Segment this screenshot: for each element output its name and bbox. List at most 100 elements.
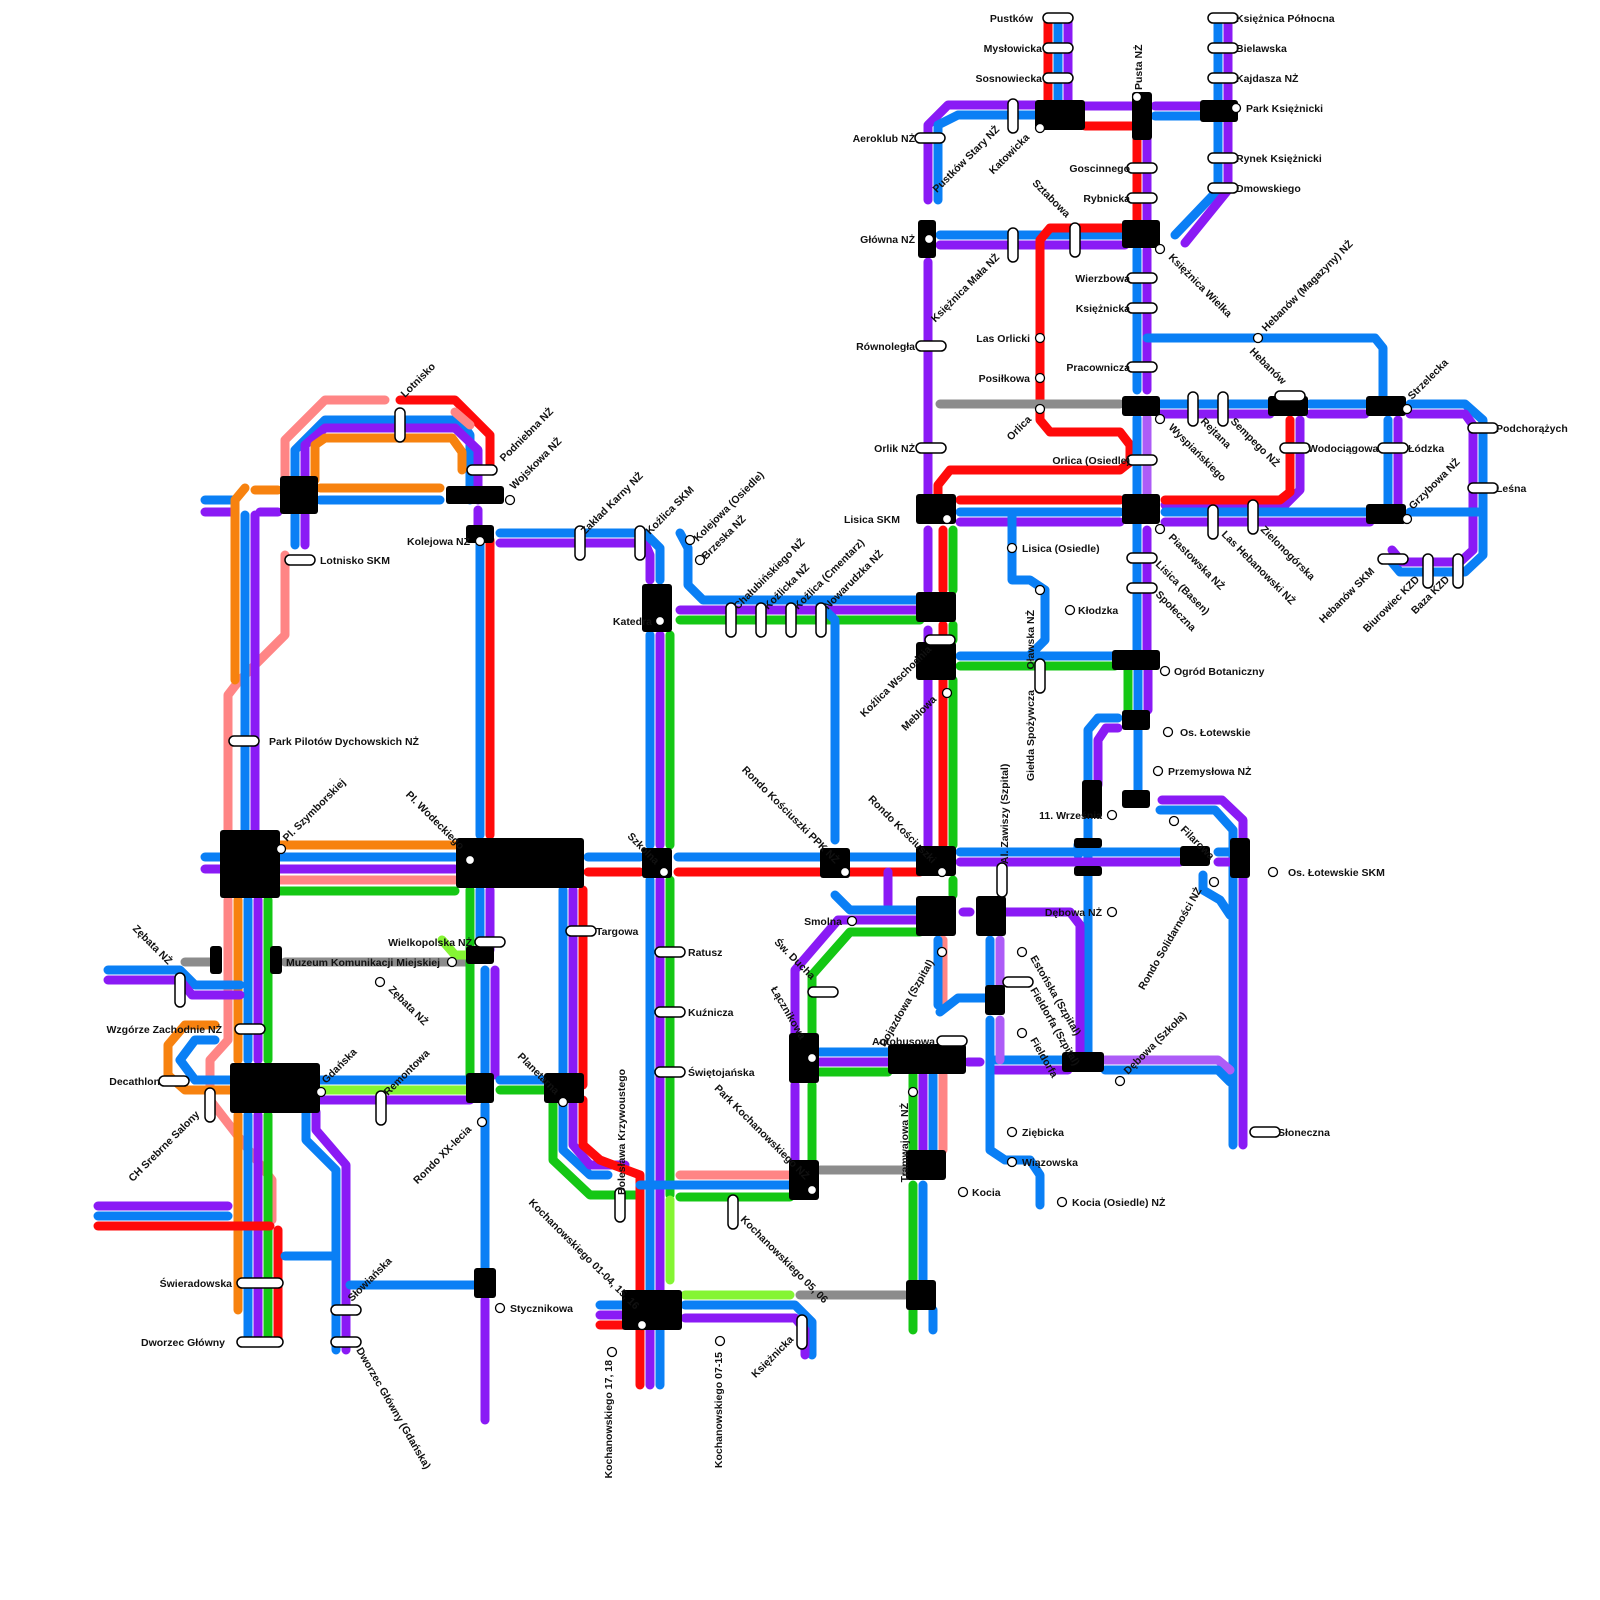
interchange-hub[interactable] <box>1122 494 1160 524</box>
station-marker[interactable] <box>1036 334 1045 343</box>
interchange-hub[interactable] <box>280 476 318 514</box>
station-marker[interactable] <box>1036 374 1045 383</box>
station-marker[interactable] <box>1248 500 1258 534</box>
interchange-hub[interactable] <box>1366 504 1406 524</box>
station-marker[interactable] <box>1133 93 1142 102</box>
station-marker[interactable] <box>285 555 315 565</box>
station-marker[interactable] <box>235 1024 265 1034</box>
station-marker[interactable] <box>1070 223 1080 257</box>
station-marker[interactable] <box>1403 515 1412 524</box>
station-marker[interactable] <box>205 1088 215 1122</box>
station-marker[interactable] <box>559 1098 568 1107</box>
station-marker[interactable] <box>506 496 515 505</box>
station-marker[interactable] <box>467 465 497 475</box>
station-marker[interactable] <box>1036 586 1045 595</box>
station-marker[interactable] <box>1116 1077 1125 1086</box>
station-marker[interactable] <box>808 1186 817 1195</box>
interchange-hub[interactable] <box>230 1063 320 1113</box>
station-marker[interactable] <box>909 1088 918 1097</box>
station-marker[interactable] <box>943 515 952 524</box>
station-marker[interactable] <box>797 1315 807 1349</box>
interchange-hub[interactable] <box>474 1268 496 1298</box>
interchange-hub[interactable] <box>1122 710 1150 730</box>
interchange-hub[interactable] <box>906 1280 936 1310</box>
interchange-hub[interactable] <box>1230 838 1250 878</box>
station-marker[interactable] <box>1378 554 1408 564</box>
station-marker[interactable] <box>1127 163 1157 173</box>
interchange-hub[interactable] <box>1122 790 1150 808</box>
station-marker[interactable] <box>655 1007 685 1017</box>
station-marker[interactable] <box>1127 455 1157 465</box>
station-marker[interactable] <box>808 1054 817 1063</box>
station-marker[interactable] <box>331 1305 361 1315</box>
station-marker[interactable] <box>1108 811 1117 820</box>
station-marker[interactable] <box>756 603 766 637</box>
station-marker[interactable] <box>938 868 947 877</box>
station-marker[interactable] <box>237 1337 283 1347</box>
station-marker[interactable] <box>656 617 665 626</box>
station-marker[interactable] <box>1127 193 1157 203</box>
station-marker[interactable] <box>1043 13 1073 23</box>
station-marker[interactable] <box>925 635 955 645</box>
station-marker[interactable] <box>1403 405 1412 414</box>
station-marker[interactable] <box>1250 1127 1280 1137</box>
interchange-hub[interactable] <box>906 1150 946 1180</box>
station-marker[interactable] <box>938 948 947 957</box>
interchange-hub[interactable] <box>1122 396 1160 416</box>
station-marker[interactable] <box>1275 391 1305 401</box>
station-marker[interactable] <box>1208 153 1238 163</box>
station-marker[interactable] <box>655 1067 685 1077</box>
station-marker[interactable] <box>1036 405 1045 414</box>
station-marker[interactable] <box>716 1337 725 1346</box>
station-marker[interactable] <box>376 978 385 987</box>
station-marker[interactable] <box>1188 392 1198 426</box>
station-marker[interactable] <box>475 937 505 947</box>
station-marker[interactable] <box>1154 767 1163 776</box>
station-marker[interactable] <box>1043 43 1073 53</box>
station-marker[interactable] <box>159 1076 189 1086</box>
station-marker[interactable] <box>1170 817 1179 826</box>
station-marker[interactable] <box>660 868 669 877</box>
station-marker[interactable] <box>1043 73 1073 83</box>
station-marker[interactable] <box>1208 43 1238 53</box>
station-marker[interactable] <box>175 973 185 1007</box>
station-marker[interactable] <box>848 917 857 926</box>
interchange-hub[interactable] <box>1366 396 1406 416</box>
interchange-hub[interactable] <box>210 946 222 974</box>
interchange-hub[interactable] <box>976 896 1006 936</box>
station-marker[interactable] <box>959 1188 968 1197</box>
station-marker[interactable] <box>496 1304 505 1313</box>
station-marker[interactable] <box>1254 334 1263 343</box>
interchange-hub[interactable] <box>888 1044 966 1074</box>
station-marker[interactable] <box>1208 505 1218 539</box>
station-marker[interactable] <box>1210 878 1219 887</box>
interchange-hub[interactable] <box>916 896 956 936</box>
station-marker[interactable] <box>816 603 826 637</box>
station-marker[interactable] <box>1008 99 1018 133</box>
interchange-hub[interactable] <box>985 985 1005 1015</box>
station-marker[interactable] <box>1156 525 1165 534</box>
station-marker[interactable] <box>1232 104 1241 113</box>
interchange-hub[interactable] <box>456 838 584 888</box>
station-marker[interactable] <box>1008 544 1017 553</box>
station-marker[interactable] <box>395 408 405 442</box>
station-marker[interactable] <box>841 868 850 877</box>
station-marker[interactable] <box>786 603 796 637</box>
station-marker[interactable] <box>1208 73 1238 83</box>
station-marker[interactable] <box>229 736 259 746</box>
station-marker[interactable] <box>1018 1029 1027 1038</box>
station-marker[interactable] <box>317 1088 326 1097</box>
interchange-hub[interactable] <box>1074 838 1102 848</box>
station-marker[interactable] <box>1127 303 1157 313</box>
station-marker[interactable] <box>1156 415 1165 424</box>
station-marker[interactable] <box>1161 667 1170 676</box>
interchange-hub[interactable] <box>270 946 282 974</box>
station-marker[interactable] <box>376 1091 386 1125</box>
station-marker[interactable] <box>331 1337 361 1347</box>
station-marker[interactable] <box>937 1036 967 1046</box>
station-marker[interactable] <box>608 1348 617 1357</box>
station-marker[interactable] <box>1468 483 1498 493</box>
station-marker[interactable] <box>1058 1198 1067 1207</box>
station-marker[interactable] <box>1127 583 1157 593</box>
station-marker[interactable] <box>1269 868 1278 877</box>
